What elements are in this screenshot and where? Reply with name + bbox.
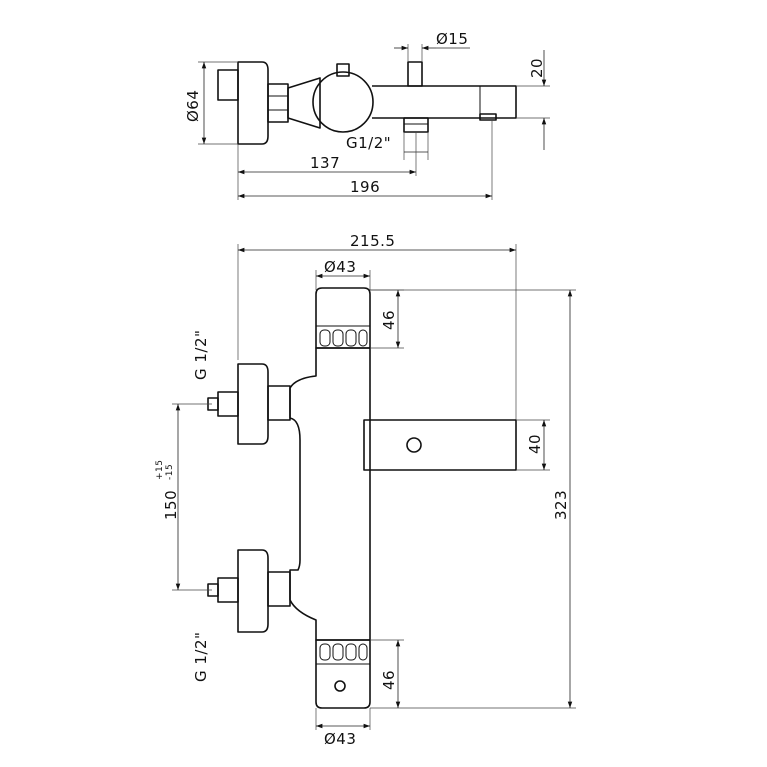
label-thread-top: G1/2" [346,134,391,152]
top-temperature-knob [315,287,371,349]
upper-inlet-fitting [217,391,239,417]
dim-diameter-43-bottom: Ø43 [324,730,356,748]
lower-inlet-fitting [217,577,239,603]
dim-height-20: 20 [528,58,546,78]
dim-spacing-150: 150 [162,490,180,520]
dim-diameter-43-top: Ø43 [324,258,356,276]
top-view: Ø64 Ø15 20 G1/2" 137 196 [184,30,550,200]
top-outlet-thread [403,117,429,133]
bottom-flow-knob [315,639,371,709]
top-eccentric-nut [267,83,289,123]
top-body-cap [336,63,350,77]
front-spout [363,419,517,471]
top-inlet-fitting [217,69,239,101]
dim-height-40: 40 [526,434,544,454]
top-diverter-knob [407,61,423,87]
top-spout-outlet [479,113,497,121]
top-connector [287,77,321,129]
dim-length-196: 196 [350,178,380,196]
upper-eccentric-nut [267,385,291,421]
lower-wall-rosette [237,549,269,633]
dim-spacing-tol-plus: +15 [155,460,165,481]
dim-diameter-64: Ø64 [184,90,202,122]
dim-length-137: 137 [310,154,340,172]
top-body-circle [312,71,374,133]
dim-height-323: 323 [552,490,570,520]
spout-outlet-circle [406,437,422,453]
lower-eccentric-nut [267,571,291,607]
dim-height-46-top: 46 [380,310,398,330]
front-view: 215.5 Ø43 46 40 323 [155,232,576,748]
dim-diameter-15: Ø15 [436,30,468,48]
thermostat-body [289,347,371,641]
dim-width-215-5: 215.5 [350,232,395,250]
upper-wall-rosette [237,363,269,445]
label-thread-lower: G 1/2" [192,632,210,682]
top-spout [372,85,517,119]
dim-height-46-bottom: 46 [380,670,398,690]
bottom-knob-button [334,680,346,692]
top-wall-rosette [237,61,269,145]
dim-spacing-tol-minus: -15 [165,464,175,480]
label-thread-upper: G 1/2" [192,330,210,380]
